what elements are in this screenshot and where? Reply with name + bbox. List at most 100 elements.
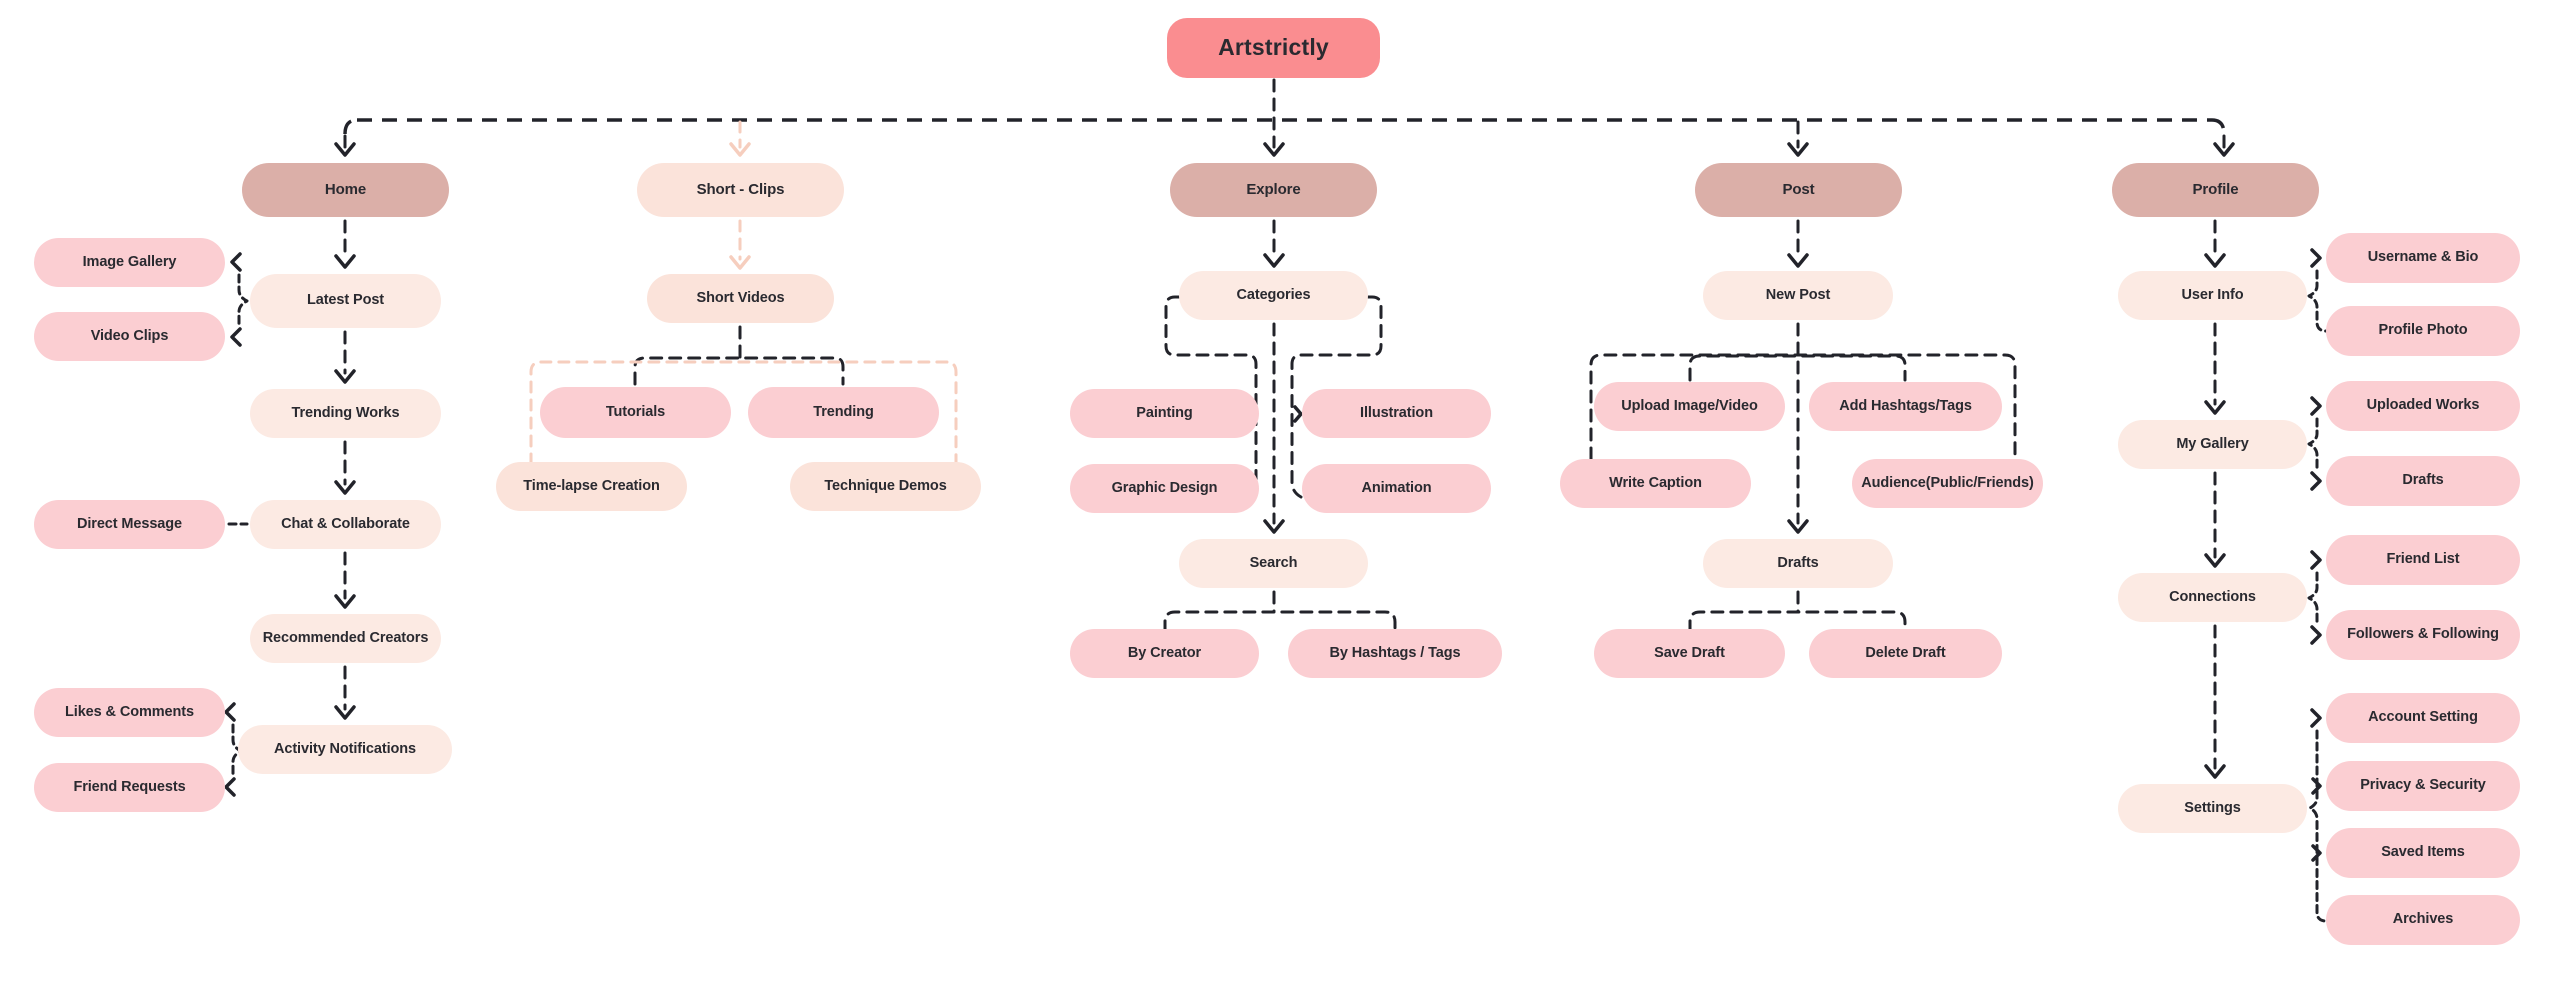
connector-path: [1688, 354, 1907, 382]
arrowhead-icon: [1787, 253, 1809, 268]
node-new-post[interactable]: New Post: [1703, 271, 1893, 320]
connector-path: [2308, 729, 2328, 923]
connector-path: [2211, 118, 2226, 135]
node-saved-items[interactable]: Saved Items: [2326, 828, 2520, 878]
node-friend-requests[interactable]: Friend Requests: [34, 763, 225, 812]
node-label: Username & Bio: [2367, 249, 2479, 266]
node-profile[interactable]: Profile: [2112, 163, 2319, 217]
arrowhead-icon: [1787, 142, 1809, 157]
node-drafts-profile[interactable]: Drafts: [2326, 456, 2520, 506]
node-save-draft[interactable]: Save Draft: [1594, 629, 1785, 678]
node-illustration[interactable]: Illustration: [1302, 389, 1491, 438]
node-categories[interactable]: Categories: [1179, 271, 1368, 320]
node-label: Illustration: [1360, 404, 1433, 421]
node-label: Search: [1249, 554, 1298, 571]
node-label: Trending: [813, 403, 874, 420]
node-label: Activity Notifications: [273, 740, 416, 757]
brace-chevron-icon: [2310, 708, 2322, 728]
node-recommended-creators[interactable]: Recommended Creators: [250, 614, 441, 663]
connector-path: [1688, 590, 1907, 634]
node-followers-following[interactable]: Followers & Following: [2326, 610, 2520, 660]
node-post[interactable]: Post: [1695, 163, 1902, 217]
arrowhead-icon: [334, 594, 356, 609]
node-label: Uploaded Works: [2366, 397, 2480, 414]
node-label: My Gallery: [2176, 435, 2249, 452]
node-label: Animation: [1361, 479, 1432, 496]
node-trending[interactable]: Trending: [748, 387, 939, 438]
arrowhead-icon: [334, 254, 356, 269]
node-label: Image Gallery: [82, 253, 177, 270]
node-search[interactable]: Search: [1179, 539, 1368, 588]
node-drafts-post[interactable]: Drafts: [1703, 539, 1893, 588]
connector-path: [633, 356, 845, 386]
node-video-clips[interactable]: Video Clips: [34, 312, 225, 361]
arrowhead-icon: [334, 369, 356, 384]
node-label: Time-lapse Creation: [523, 477, 660, 494]
node-painting[interactable]: Painting: [1070, 389, 1259, 438]
node-label: Profile Photo: [2378, 322, 2468, 339]
node-uploaded-works[interactable]: Uploaded Works: [2326, 381, 2520, 431]
node-tutorials[interactable]: Tutorials: [540, 387, 731, 438]
node-root[interactable]: Artstrictly: [1167, 18, 1380, 78]
node-label: Drafts: [2402, 472, 2444, 489]
arrowhead-icon: [1263, 142, 1285, 157]
connector-path: [1163, 590, 1397, 634]
node-username-bio[interactable]: Username & Bio: [2326, 233, 2520, 283]
brace-chevron-icon: [2310, 625, 2322, 645]
node-label: Latest Post: [306, 292, 385, 309]
node-write-caption[interactable]: Write Caption: [1560, 459, 1751, 508]
arrowhead-icon: [729, 142, 751, 157]
node-label: Post: [1782, 180, 1815, 198]
node-timelapse-creation[interactable]: Time-lapse Creation: [496, 462, 687, 511]
node-label: Add Hashtags/Tags: [1839, 397, 1972, 414]
node-delete-draft[interactable]: Delete Draft: [1809, 629, 2002, 678]
brace-chevron-icon: [230, 327, 242, 347]
node-explore[interactable]: Explore: [1170, 163, 1377, 217]
node-label: Archives: [2392, 911, 2454, 928]
node-latest-post[interactable]: Latest Post: [250, 274, 441, 328]
node-activity-notifications[interactable]: Activity Notifications: [238, 725, 452, 774]
node-short-videos[interactable]: Short Videos: [647, 274, 834, 323]
node-home[interactable]: Home: [242, 163, 449, 217]
node-connections[interactable]: Connections: [2118, 573, 2307, 622]
node-likes-comments[interactable]: Likes & Comments: [34, 688, 225, 737]
node-label: Technique Demos: [824, 477, 947, 494]
node-by-hashtags-tags[interactable]: By Hashtags / Tags: [1288, 629, 1502, 678]
node-label: Video Clips: [90, 327, 169, 344]
brace-chevron-icon: [2311, 844, 2322, 862]
node-profile-photo[interactable]: Profile Photo: [2326, 306, 2520, 356]
node-label: Saved Items: [2381, 844, 2465, 861]
node-friend-list[interactable]: Friend List: [2326, 535, 2520, 585]
node-label: Chat & Collaborate: [281, 515, 410, 532]
node-label: Direct Message: [77, 515, 182, 532]
node-label: Audience(Public/Friends): [1861, 474, 2034, 491]
node-label: Artstrictly: [1218, 34, 1329, 61]
node-chat-collaborate[interactable]: Chat & Collaborate: [250, 500, 441, 549]
node-account-setting[interactable]: Account Setting: [2326, 693, 2520, 743]
node-label: By Hashtags / Tags: [1329, 644, 1461, 661]
node-direct-message[interactable]: Direct Message: [34, 500, 225, 549]
node-by-creator[interactable]: By Creator: [1070, 629, 1259, 678]
node-technique-demos[interactable]: Technique Demos: [790, 462, 981, 511]
node-short-clips[interactable]: Short - Clips: [637, 163, 844, 217]
node-graphic-design[interactable]: Graphic Design: [1070, 464, 1259, 513]
arrowhead-icon: [729, 255, 751, 270]
node-settings[interactable]: Settings: [2118, 784, 2307, 833]
node-audience[interactable]: Audience(Public/Friends): [1852, 459, 2043, 508]
node-upload-image-video[interactable]: Upload Image/Video: [1594, 382, 1785, 431]
node-label: Profile: [2192, 180, 2239, 198]
node-trending-works[interactable]: Trending Works: [250, 389, 441, 438]
node-label: Followers & Following: [2347, 626, 2499, 643]
node-add-hashtags-tags[interactable]: Add Hashtags/Tags: [1809, 382, 2002, 431]
connector-path: [2307, 417, 2319, 471]
brace-chevron-icon: [224, 777, 236, 797]
node-user-info[interactable]: User Info: [2118, 271, 2307, 320]
node-animation[interactable]: Animation: [1302, 464, 1491, 513]
node-label: Explore: [1246, 180, 1301, 198]
node-my-gallery[interactable]: My Gallery: [2118, 420, 2307, 469]
node-privacy-security[interactable]: Privacy & Security: [2326, 761, 2520, 811]
node-image-gallery[interactable]: Image Gallery: [34, 238, 225, 287]
node-archives[interactable]: Archives: [2326, 895, 2520, 945]
node-label: By Creator: [1127, 644, 1202, 661]
